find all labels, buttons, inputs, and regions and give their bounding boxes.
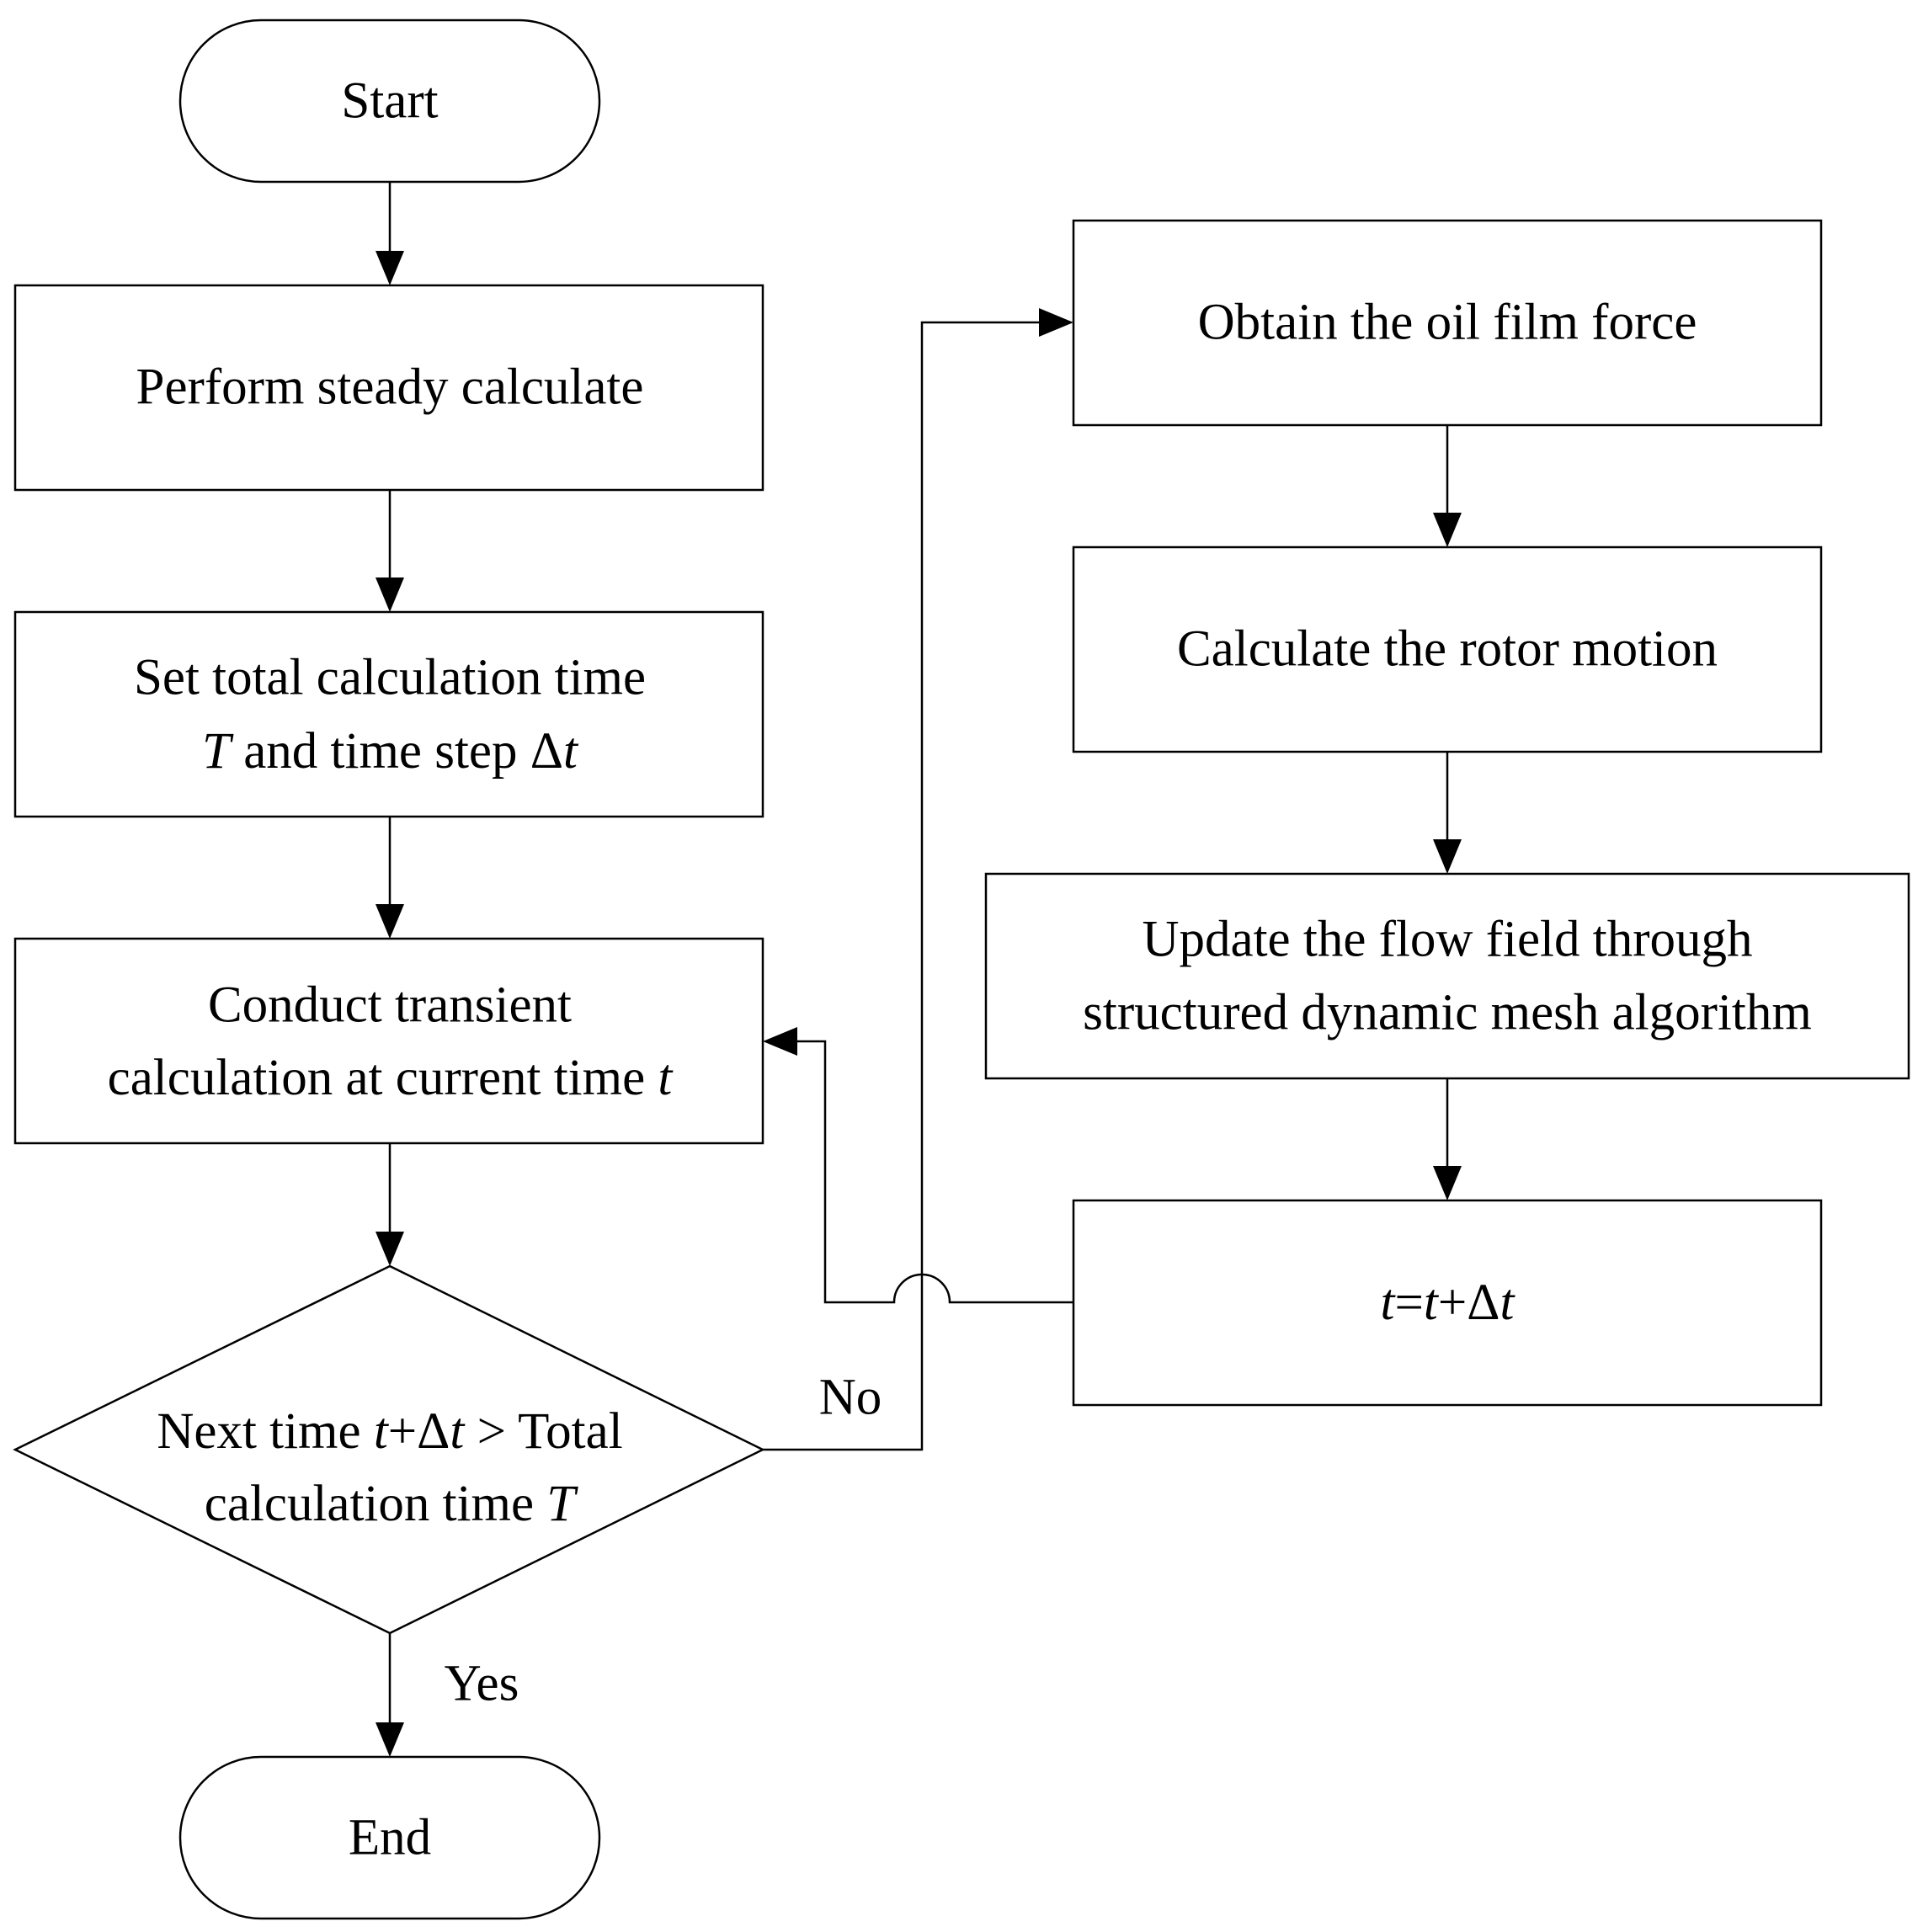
- symbol-t: t: [658, 1050, 674, 1106]
- symbol-T: T: [202, 723, 234, 780]
- arrow-start-to-steady: [376, 182, 404, 285]
- transient-calculation-box: Conduct transient calculation at current…: [13, 937, 764, 1145]
- rotor-motion-label: Calculate the rotor motion: [1177, 621, 1718, 678]
- set-time-line1: Set total calculation time: [134, 650, 646, 706]
- start-label: Start: [341, 73, 438, 130]
- decision-line1-pre: Next time: [157, 1403, 374, 1460]
- arrow-steady-to-set-time: [376, 490, 404, 612]
- time-increment-label: t=t+Δt: [1381, 1275, 1516, 1331]
- symbol-t: t: [374, 1403, 390, 1460]
- arrow-transient-to-decision: [376, 1143, 404, 1266]
- arrow-decision-no-to-oil-film: [763, 308, 1073, 1451]
- end-node: End: [178, 1755, 601, 1920]
- transient-line2: calculation at current time t: [108, 1050, 674, 1106]
- arrow-rotor-to-update: [1433, 752, 1462, 874]
- update-flow-field-line1: Update the flow field through: [1142, 912, 1752, 968]
- arrow-update-to-increment: [1433, 1078, 1462, 1200]
- oil-film-force-box: Obtain the oil film force: [1072, 219, 1823, 427]
- update-flow-field-box: Update the flow field through structured…: [984, 872, 1910, 1080]
- transient-line1: Conduct transient: [208, 977, 572, 1034]
- oil-film-force-label: Obtain the oil film force: [1198, 295, 1697, 351]
- time-increment-box: t=t+Δt: [1072, 1199, 1823, 1407]
- steady-calculation-box: Perform steady calculate: [13, 284, 764, 492]
- set-time-line2: T and time step Δt: [202, 723, 579, 780]
- symbol-t: t: [1381, 1275, 1397, 1331]
- symbol-t: t: [1424, 1275, 1440, 1331]
- arrow-decision-to-end: [376, 1633, 404, 1757]
- symbol-plus-delta: +Δ: [388, 1403, 450, 1460]
- steady-calculation-label: Perform steady calculate: [136, 359, 644, 416]
- arrow-oil-film-to-rotor: [1433, 425, 1462, 547]
- transient-line2-text: calculation at current time: [108, 1050, 658, 1106]
- decision-line1-post: > Total: [464, 1403, 622, 1460]
- symbol-t: t: [450, 1403, 466, 1460]
- decision-line2-text: calculation time: [205, 1476, 547, 1532]
- symbol-T: T: [546, 1476, 578, 1532]
- symbol-plus-delta: +Δ: [1438, 1275, 1500, 1331]
- rotor-motion-box: Calculate the rotor motion: [1072, 546, 1823, 753]
- edge-label-yes: Yes: [445, 1656, 519, 1712]
- set-time-line2-mid: and time step: [231, 723, 530, 780]
- arrow-increment-to-transient: [763, 1027, 1073, 1304]
- update-flow-field-line2: structured dynamic mesh algorithm: [1083, 985, 1812, 1041]
- decision-line2: calculation time T: [205, 1476, 579, 1532]
- symbol-equals: =: [1395, 1275, 1424, 1331]
- decision-diamond: Next time t+Δt > Total calculation time …: [13, 1264, 765, 1635]
- edge-label-no: No: [819, 1370, 882, 1426]
- symbol-t: t: [1500, 1275, 1516, 1331]
- arrow-set-time-to-transient: [376, 817, 404, 939]
- end-label: End: [349, 1810, 431, 1866]
- decision-line1: Next time t+Δt > Total: [157, 1403, 622, 1460]
- symbol-delta: Δ: [530, 723, 563, 780]
- symbol-t: t: [563, 723, 579, 780]
- start-node: Start: [178, 19, 601, 184]
- set-time-box: Set total calculation time T and time st…: [13, 610, 764, 818]
